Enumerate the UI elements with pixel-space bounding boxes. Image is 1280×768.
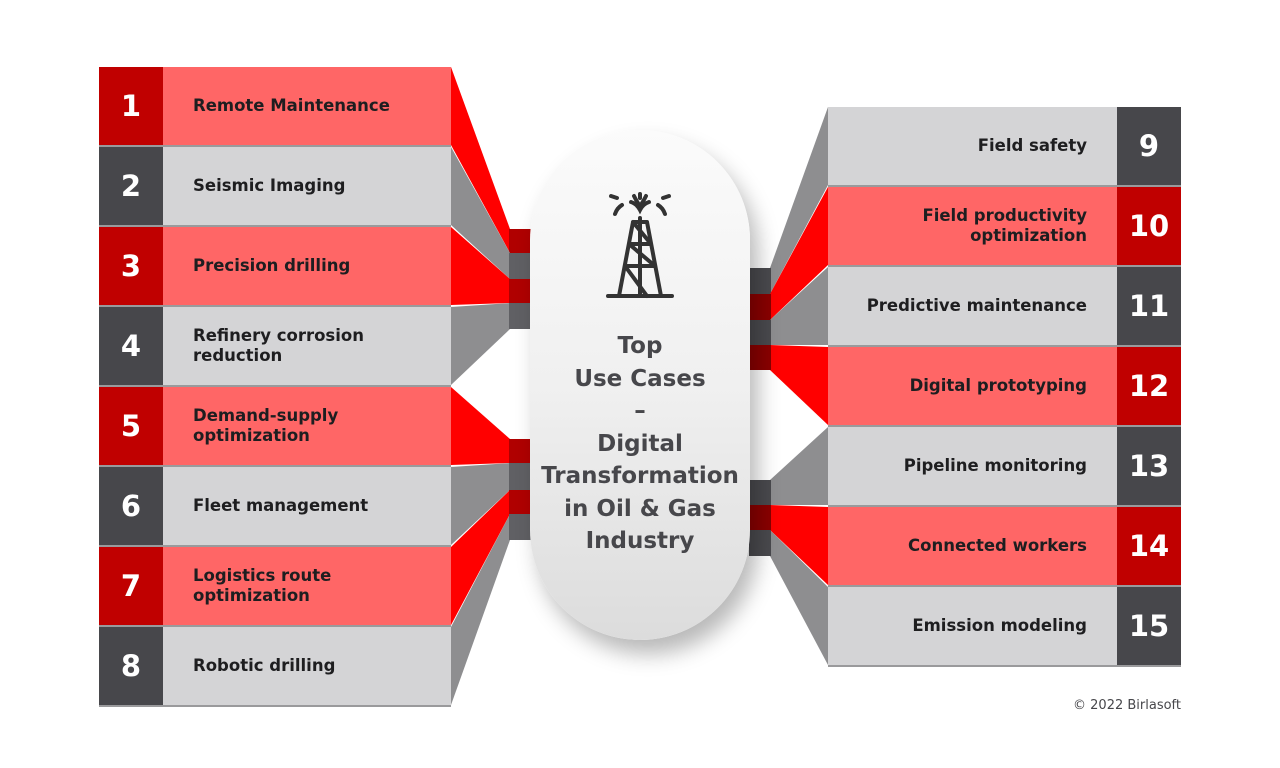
item-number: 5	[99, 387, 163, 465]
oil-rig-icon	[606, 192, 674, 298]
connector-band	[770, 505, 828, 585]
connector-stub	[749, 294, 771, 320]
item-number: 2	[99, 147, 163, 225]
item-number: 10	[1117, 187, 1181, 265]
connector-stub	[749, 530, 771, 556]
item-label: Demand-supply optimization	[163, 387, 451, 465]
item-number: 4	[99, 307, 163, 385]
item-label: Robotic drilling	[163, 627, 451, 705]
item-label: Digital prototyping	[828, 347, 1117, 425]
connector-stub	[509, 490, 531, 514]
item-label: Precision drilling	[163, 227, 451, 305]
item-label: Logistics route optimization	[163, 547, 451, 625]
connector-stub	[749, 320, 771, 345]
item-label: Refinery corrosion reduction	[163, 307, 451, 385]
item-label: Remote Maintenance	[163, 67, 451, 145]
connector-stub	[749, 505, 771, 530]
item-label: Pipeline monitoring	[828, 427, 1117, 505]
item-label: Seismic Imaging	[163, 147, 451, 225]
item-label: Emission modeling	[828, 587, 1117, 665]
item-number: 7	[99, 547, 163, 625]
item-number: 14	[1117, 507, 1181, 585]
item-number: 6	[99, 467, 163, 545]
item-label: Field productivity optimization	[828, 187, 1117, 265]
item-number: 11	[1117, 267, 1181, 345]
connector-band	[770, 530, 828, 665]
copyright: © 2022 Birlasoft	[1073, 698, 1181, 713]
item-number: 8	[99, 627, 163, 705]
connector-stub	[749, 345, 771, 370]
connector-stub	[749, 268, 771, 294]
connector-stub	[509, 439, 531, 463]
connector-band	[770, 345, 828, 425]
connector-stub	[509, 463, 531, 490]
connector-band	[451, 227, 510, 305]
connector-band	[770, 107, 828, 294]
connector-stub	[509, 514, 531, 540]
connector-band	[451, 514, 510, 705]
connector-band	[451, 303, 510, 385]
item-number: 9	[1117, 107, 1181, 185]
connector-band	[770, 427, 828, 505]
connector-band	[451, 490, 510, 625]
item-number: 1	[99, 67, 163, 145]
item-number: 13	[1117, 427, 1181, 505]
item-number: 12	[1117, 347, 1181, 425]
connector-band	[451, 387, 510, 465]
connector-stub	[509, 303, 531, 329]
connector-stub	[509, 279, 531, 303]
item-label: Fleet management	[163, 467, 451, 545]
item-label: Predictive maintenance	[828, 267, 1117, 345]
connector-band	[451, 67, 510, 253]
item-label: Field safety	[828, 107, 1117, 185]
item-number: 3	[99, 227, 163, 305]
item-label: Connected workers	[828, 507, 1117, 585]
connector-band	[451, 463, 510, 545]
item-number: 15	[1117, 587, 1181, 665]
connector-band	[770, 267, 828, 345]
connector-band	[451, 147, 510, 279]
connector-stub	[749, 480, 771, 505]
connector-stub	[509, 253, 531, 279]
connector-band	[770, 187, 828, 320]
connector-stub	[509, 229, 531, 253]
